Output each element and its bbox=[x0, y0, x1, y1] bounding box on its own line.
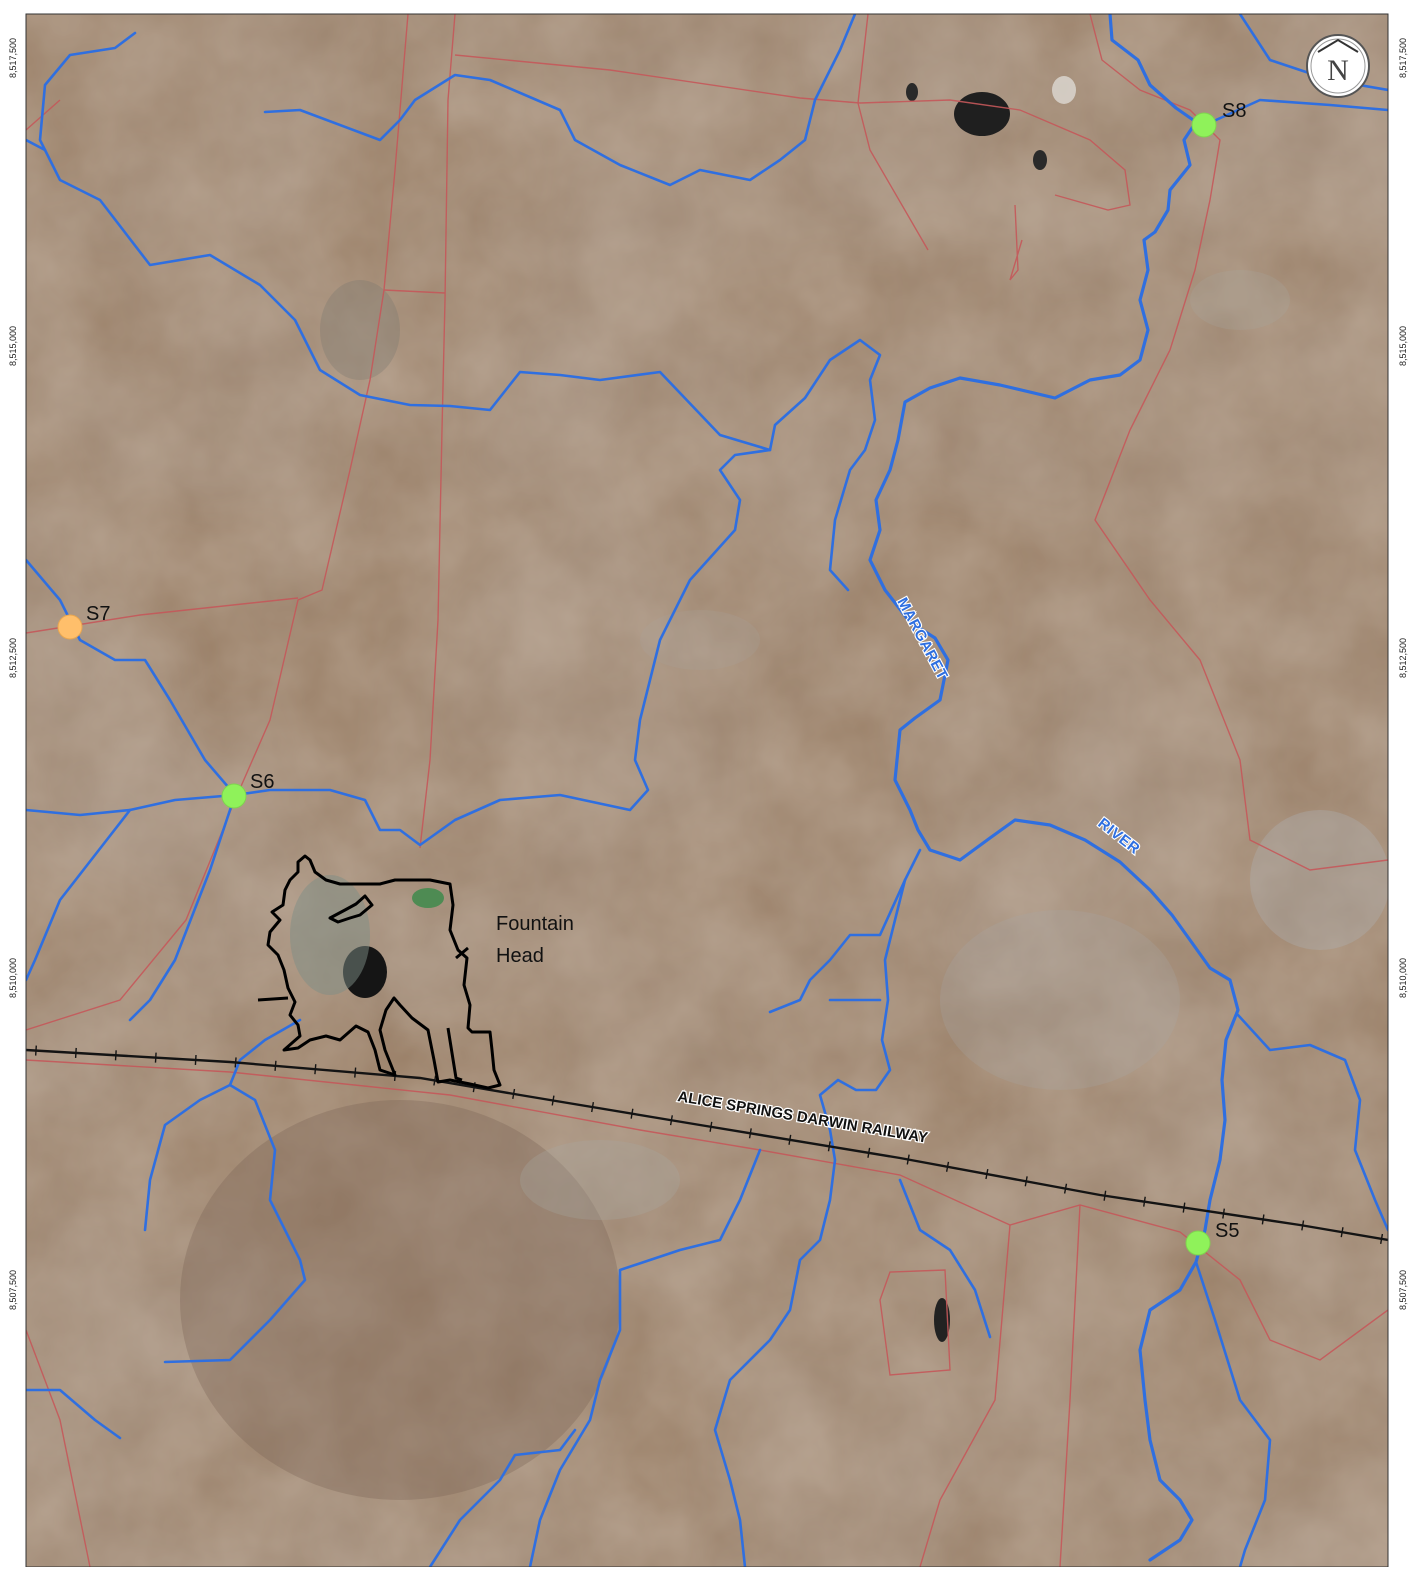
y-tick-left-1: 8,517,500 bbox=[8, 38, 18, 78]
railway-tick bbox=[1024, 1176, 1028, 1187]
railway-tick bbox=[1261, 1214, 1265, 1225]
railway-tick bbox=[234, 1057, 237, 1068]
north-arrow-letter: N bbox=[1327, 54, 1349, 87]
railway-tick bbox=[630, 1108, 634, 1119]
site-s8[interactable]: S8 bbox=[1191, 100, 1246, 138]
north-arrow-icon[interactable] bbox=[1306, 34, 1370, 98]
site-label-s6: S6 bbox=[250, 771, 274, 793]
river-north-west-loop bbox=[263, 14, 857, 187]
railway-tick bbox=[1143, 1196, 1146, 1207]
railway bbox=[26, 1045, 1388, 1244]
site-marker-s7[interactable] bbox=[57, 614, 83, 640]
y-tick-left-4: 8,510,000 bbox=[8, 958, 18, 998]
railway-tick bbox=[1222, 1208, 1226, 1219]
site-marker-s6[interactable] bbox=[221, 783, 247, 809]
railway-tick bbox=[867, 1147, 871, 1158]
railway-tick bbox=[1301, 1220, 1305, 1231]
pond-north bbox=[954, 92, 1010, 136]
site-marker-s8[interactable] bbox=[1191, 112, 1217, 138]
place-label-head: Head bbox=[496, 945, 544, 967]
sites: S8 S7 S6 S5 bbox=[57, 100, 1246, 1256]
road-loop bbox=[859, 99, 1131, 211]
railway-tick bbox=[945, 1161, 950, 1172]
road-north-south-2 bbox=[419, 14, 456, 849]
railway-tick bbox=[788, 1134, 792, 1145]
railway-tick bbox=[906, 1154, 910, 1165]
y-tick-right-4: 8,510,000 bbox=[1398, 958, 1408, 998]
railway-tick bbox=[74, 1047, 77, 1058]
y-tick-right-1: 8,517,500 bbox=[1398, 38, 1408, 78]
railway-tick bbox=[154, 1052, 157, 1063]
y-tick-left-5: 8,507,500 bbox=[8, 1270, 18, 1310]
terrain-background bbox=[26, 14, 1388, 1567]
y-tick-left-3: 8,512,500 bbox=[8, 638, 18, 678]
y-tick-right-5: 8,507,500 bbox=[1398, 1270, 1408, 1310]
site-label-s7: S7 bbox=[86, 603, 110, 625]
site-s7[interactable]: S7 bbox=[57, 603, 110, 640]
road-north-south-1 bbox=[26, 14, 409, 1031]
railway-tick bbox=[748, 1128, 752, 1139]
railway-tick bbox=[669, 1115, 673, 1126]
railway-tick bbox=[1063, 1183, 1068, 1194]
railway-tick bbox=[274, 1060, 277, 1071]
railway-tick bbox=[1340, 1227, 1344, 1238]
y-tick-right-2: 8,515,000 bbox=[1398, 326, 1408, 366]
north-arrow[interactable]: N bbox=[1306, 34, 1370, 98]
river-south-central bbox=[713, 848, 922, 1567]
site-s5[interactable]: S5 bbox=[1185, 1220, 1239, 1256]
railway-tick bbox=[34, 1045, 37, 1056]
site-label-s5: S5 bbox=[1215, 1220, 1239, 1242]
site-s6[interactable]: S6 bbox=[221, 771, 274, 809]
railway-tick bbox=[1182, 1202, 1186, 1213]
y-tick-right-3: 8,512,500 bbox=[1398, 638, 1408, 678]
road-north-east bbox=[857, 14, 929, 251]
railway-ticks bbox=[34, 1045, 1384, 1244]
railway-tick bbox=[591, 1102, 595, 1113]
railway-tick bbox=[827, 1141, 831, 1152]
place-label-fountain: Fountain bbox=[496, 913, 574, 935]
margaret-river-main bbox=[868, 14, 1240, 1562]
railway-tick bbox=[1103, 1190, 1107, 1201]
railway-tick bbox=[354, 1067, 357, 1078]
railway-tick bbox=[433, 1075, 437, 1086]
railway-tick bbox=[551, 1095, 555, 1106]
site-label-s8: S8 bbox=[1222, 100, 1246, 122]
fountain-head-outline bbox=[257, 854, 502, 1090]
road-east-west-north bbox=[454, 54, 861, 104]
river-south-west bbox=[143, 1018, 302, 1232]
site-marker-s5[interactable] bbox=[1185, 1230, 1211, 1256]
railway-tick bbox=[194, 1054, 197, 1066]
railway-tick bbox=[1380, 1233, 1384, 1244]
y-tick-left-2: 8,515,000 bbox=[8, 326, 18, 366]
railway-tick bbox=[314, 1064, 317, 1075]
railway-tick bbox=[709, 1121, 713, 1132]
railway-tick bbox=[512, 1088, 516, 1099]
railway-tick bbox=[985, 1169, 989, 1180]
railway-tick bbox=[114, 1050, 117, 1061]
y-axis-right: 8,517,500 8,515,000 8,512,500 8,510,000 … bbox=[1398, 38, 1408, 1310]
railway-line bbox=[26, 1048, 1388, 1242]
river-west bbox=[38, 31, 882, 592]
y-axis-left: 8,517,500 8,515,000 8,512,500 8,510,000 … bbox=[8, 38, 18, 1310]
